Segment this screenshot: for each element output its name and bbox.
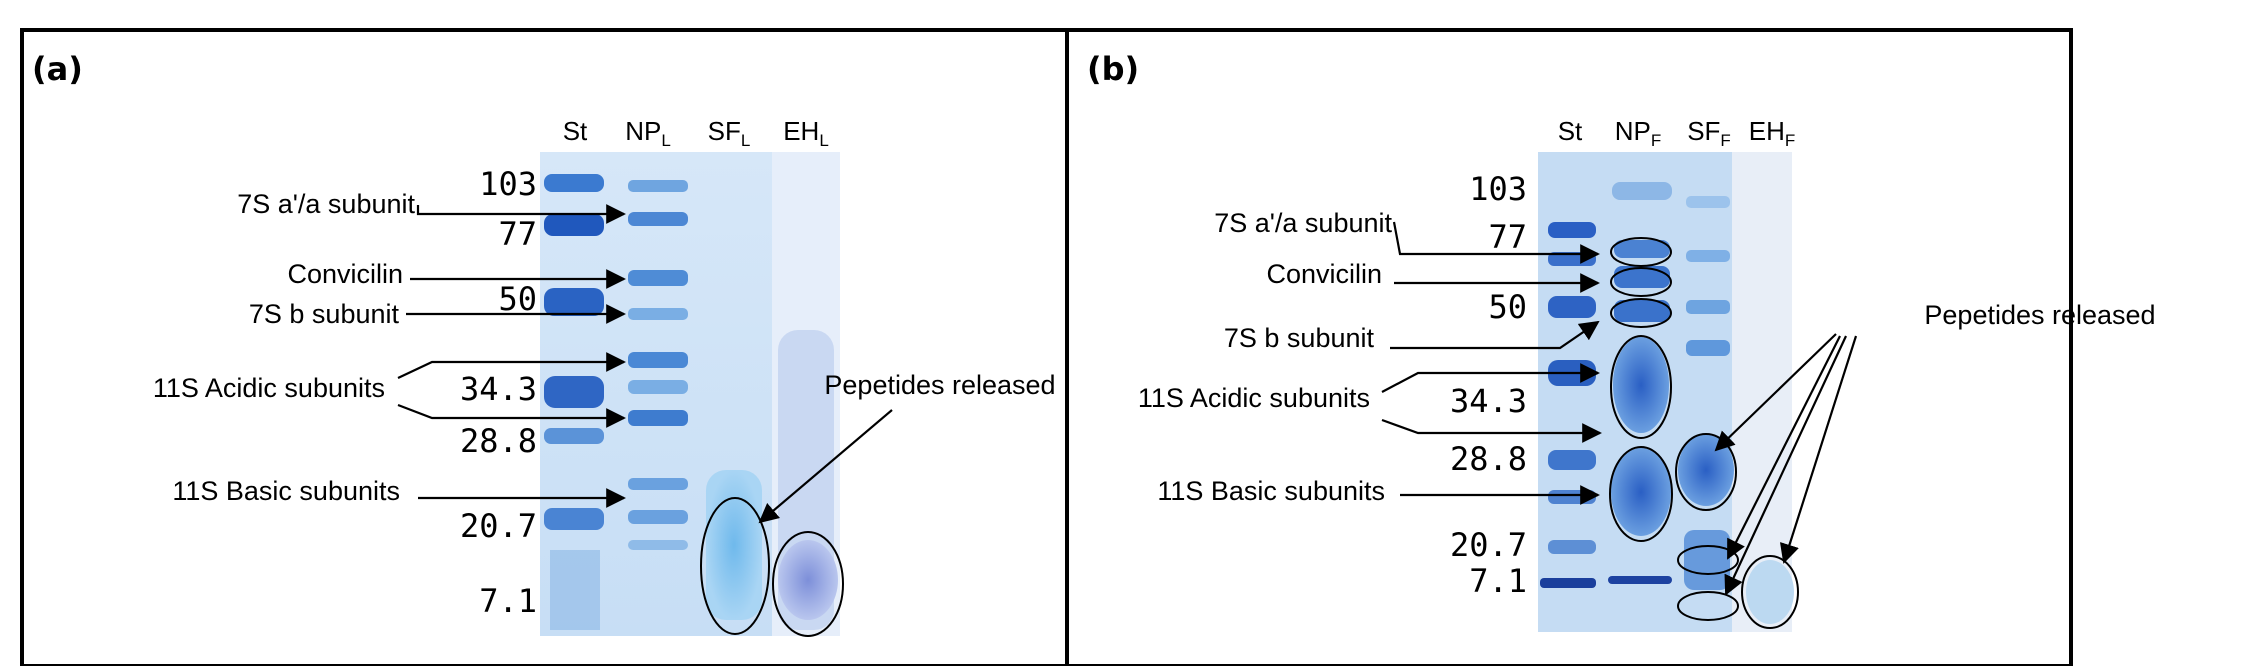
panel-a-lane-eh: EHL bbox=[783, 116, 829, 150]
panel-b: (b) bbox=[1087, 50, 2156, 632]
panel-b-circle-sf-3 bbox=[1677, 591, 1739, 621]
panel-a-arrow-acidic-1 bbox=[397, 352, 626, 379]
panel-b-arrow-peptides-3 bbox=[1724, 335, 1847, 596]
panel-b-mw-28-8: 28.8 bbox=[1450, 440, 1527, 478]
panel-b-circle-sf-2 bbox=[1677, 545, 1739, 575]
panel-a-lane-sf: SFL bbox=[708, 116, 751, 150]
panel-b-circle-np-2 bbox=[1610, 267, 1672, 297]
panel-b-lane-labels: St NPF SFF EHF bbox=[1558, 116, 1796, 150]
panel-b-label-convicilin: Convicilin bbox=[1266, 259, 1382, 289]
panel-a-mw-28-8: 28.8 bbox=[460, 422, 537, 460]
panel-b-circle-np-3 bbox=[1610, 298, 1672, 328]
panel-a-gel bbox=[540, 152, 840, 636]
panel-b-circle-np-4 bbox=[1610, 335, 1672, 439]
panel-a-label: (a) bbox=[32, 50, 83, 88]
panel-a-label-11s-basic: 11S Basic subunits bbox=[172, 476, 400, 506]
panel-a-label-11s-acidic: 11S Acidic subunits bbox=[153, 373, 385, 403]
panel-a-circle-sf bbox=[700, 497, 770, 635]
panel-a-label-convicilin: Convicilin bbox=[287, 259, 403, 289]
panel-b-frame bbox=[1065, 28, 2073, 666]
panel-b-eh-spot bbox=[1746, 560, 1794, 624]
panel-a-arrow-acidic-2 bbox=[397, 403, 626, 428]
panel-b-np-lane bbox=[1608, 182, 1672, 584]
panel-b-arrow-peptides-1 bbox=[1714, 333, 1837, 452]
panel-b-lane-eh: EHF bbox=[1749, 116, 1796, 150]
panel-a-sf-smear bbox=[706, 470, 762, 620]
panel-b-label-7s-b: 7S b subunit bbox=[1224, 323, 1375, 353]
panel-a-st-lane bbox=[544, 174, 604, 630]
panel-b-lane-st: St bbox=[1558, 116, 1583, 146]
panel-b-arrow-7s-a bbox=[1392, 221, 1600, 264]
panel-b-mw-20-7: 20.7 bbox=[1450, 526, 1527, 564]
panel-b-lane-np: NPF bbox=[1615, 116, 1662, 150]
panel-b-circle-sf-1 bbox=[1675, 433, 1737, 511]
panel-a-mw-77: 77 bbox=[498, 215, 537, 253]
panel-b-arrows bbox=[1381, 221, 1858, 596]
panel-b-arrow-acidic-2 bbox=[1381, 418, 1602, 443]
panel-b-circles bbox=[1609, 237, 1799, 629]
panel-b-sf-lane bbox=[1678, 196, 1734, 590]
panel-a-arrow-peptides bbox=[758, 409, 893, 524]
panel-a-lane-st: St bbox=[563, 116, 588, 146]
panel-a-eh-spot bbox=[778, 540, 838, 620]
panel-b-mw-34-3: 34.3 bbox=[1450, 382, 1527, 420]
panel-b-label-11s-basic: 11S Basic subunits bbox=[1157, 476, 1385, 506]
panel-b-arrow-peptides-4 bbox=[1779, 335, 1858, 564]
panel-a-lane-np: NPL bbox=[625, 116, 671, 150]
panel-a-lane-labels: St NPL SFL EHL bbox=[563, 116, 829, 150]
panel-a-mw-50: 50 bbox=[498, 280, 537, 318]
panel-a-mw-20-7: 20.7 bbox=[460, 507, 537, 545]
panel-a-mw-34-3: 34.3 bbox=[460, 370, 537, 408]
panel-a-mw-markers: 103 77 50 34.3 28.8 20.7 7.1 bbox=[460, 165, 537, 620]
panel-a-arrow-7s-a bbox=[416, 204, 626, 224]
panel-a-circle-eh bbox=[772, 531, 844, 637]
panel-a: (a) bbox=[32, 50, 1056, 637]
panel-a-arrows bbox=[397, 204, 893, 524]
panel-a-mw-7-1: 7.1 bbox=[479, 582, 537, 620]
panel-b-mw-103: 103 bbox=[1469, 170, 1527, 208]
panel-b-label-peptides: Pepetides released bbox=[1924, 300, 2155, 330]
panel-b-lane-sf: SFF bbox=[1687, 116, 1731, 150]
panel-b-arrow-7s-b bbox=[1390, 320, 1600, 350]
panel-b-arrow-acidic-1 bbox=[1381, 363, 1600, 393]
panel-a-label-7s-a: 7S a'/a subunit bbox=[237, 189, 415, 219]
panel-a-label-peptides: Pepetides released bbox=[824, 370, 1055, 400]
panel-a-mw-103: 103 bbox=[479, 165, 537, 203]
panel-b-label-11s-acidic: 11S Acidic subunits bbox=[1138, 383, 1370, 413]
panel-b-circle-np-1 bbox=[1610, 237, 1672, 267]
panel-b-mw-markers: 103 77 50 34.3 28.8 20.7 7.1 bbox=[1450, 170, 1527, 600]
panel-b-mw-77: 77 bbox=[1488, 218, 1527, 256]
panel-b-circle-eh bbox=[1741, 555, 1799, 629]
panel-a-label-7s-b: 7S b subunit bbox=[249, 299, 400, 329]
panel-b-label: (b) bbox=[1087, 50, 1139, 88]
panel-b-arrow-peptides-2 bbox=[1727, 335, 1841, 560]
panel-a-np-lane bbox=[628, 180, 688, 550]
panel-b-mw-50: 50 bbox=[1488, 288, 1527, 326]
panel-b-circle-np-5 bbox=[1609, 446, 1673, 542]
panel-b-mw-7-1: 7.1 bbox=[1469, 562, 1527, 600]
panel-b-label-7s-a: 7S a'/a subunit bbox=[1214, 208, 1392, 238]
